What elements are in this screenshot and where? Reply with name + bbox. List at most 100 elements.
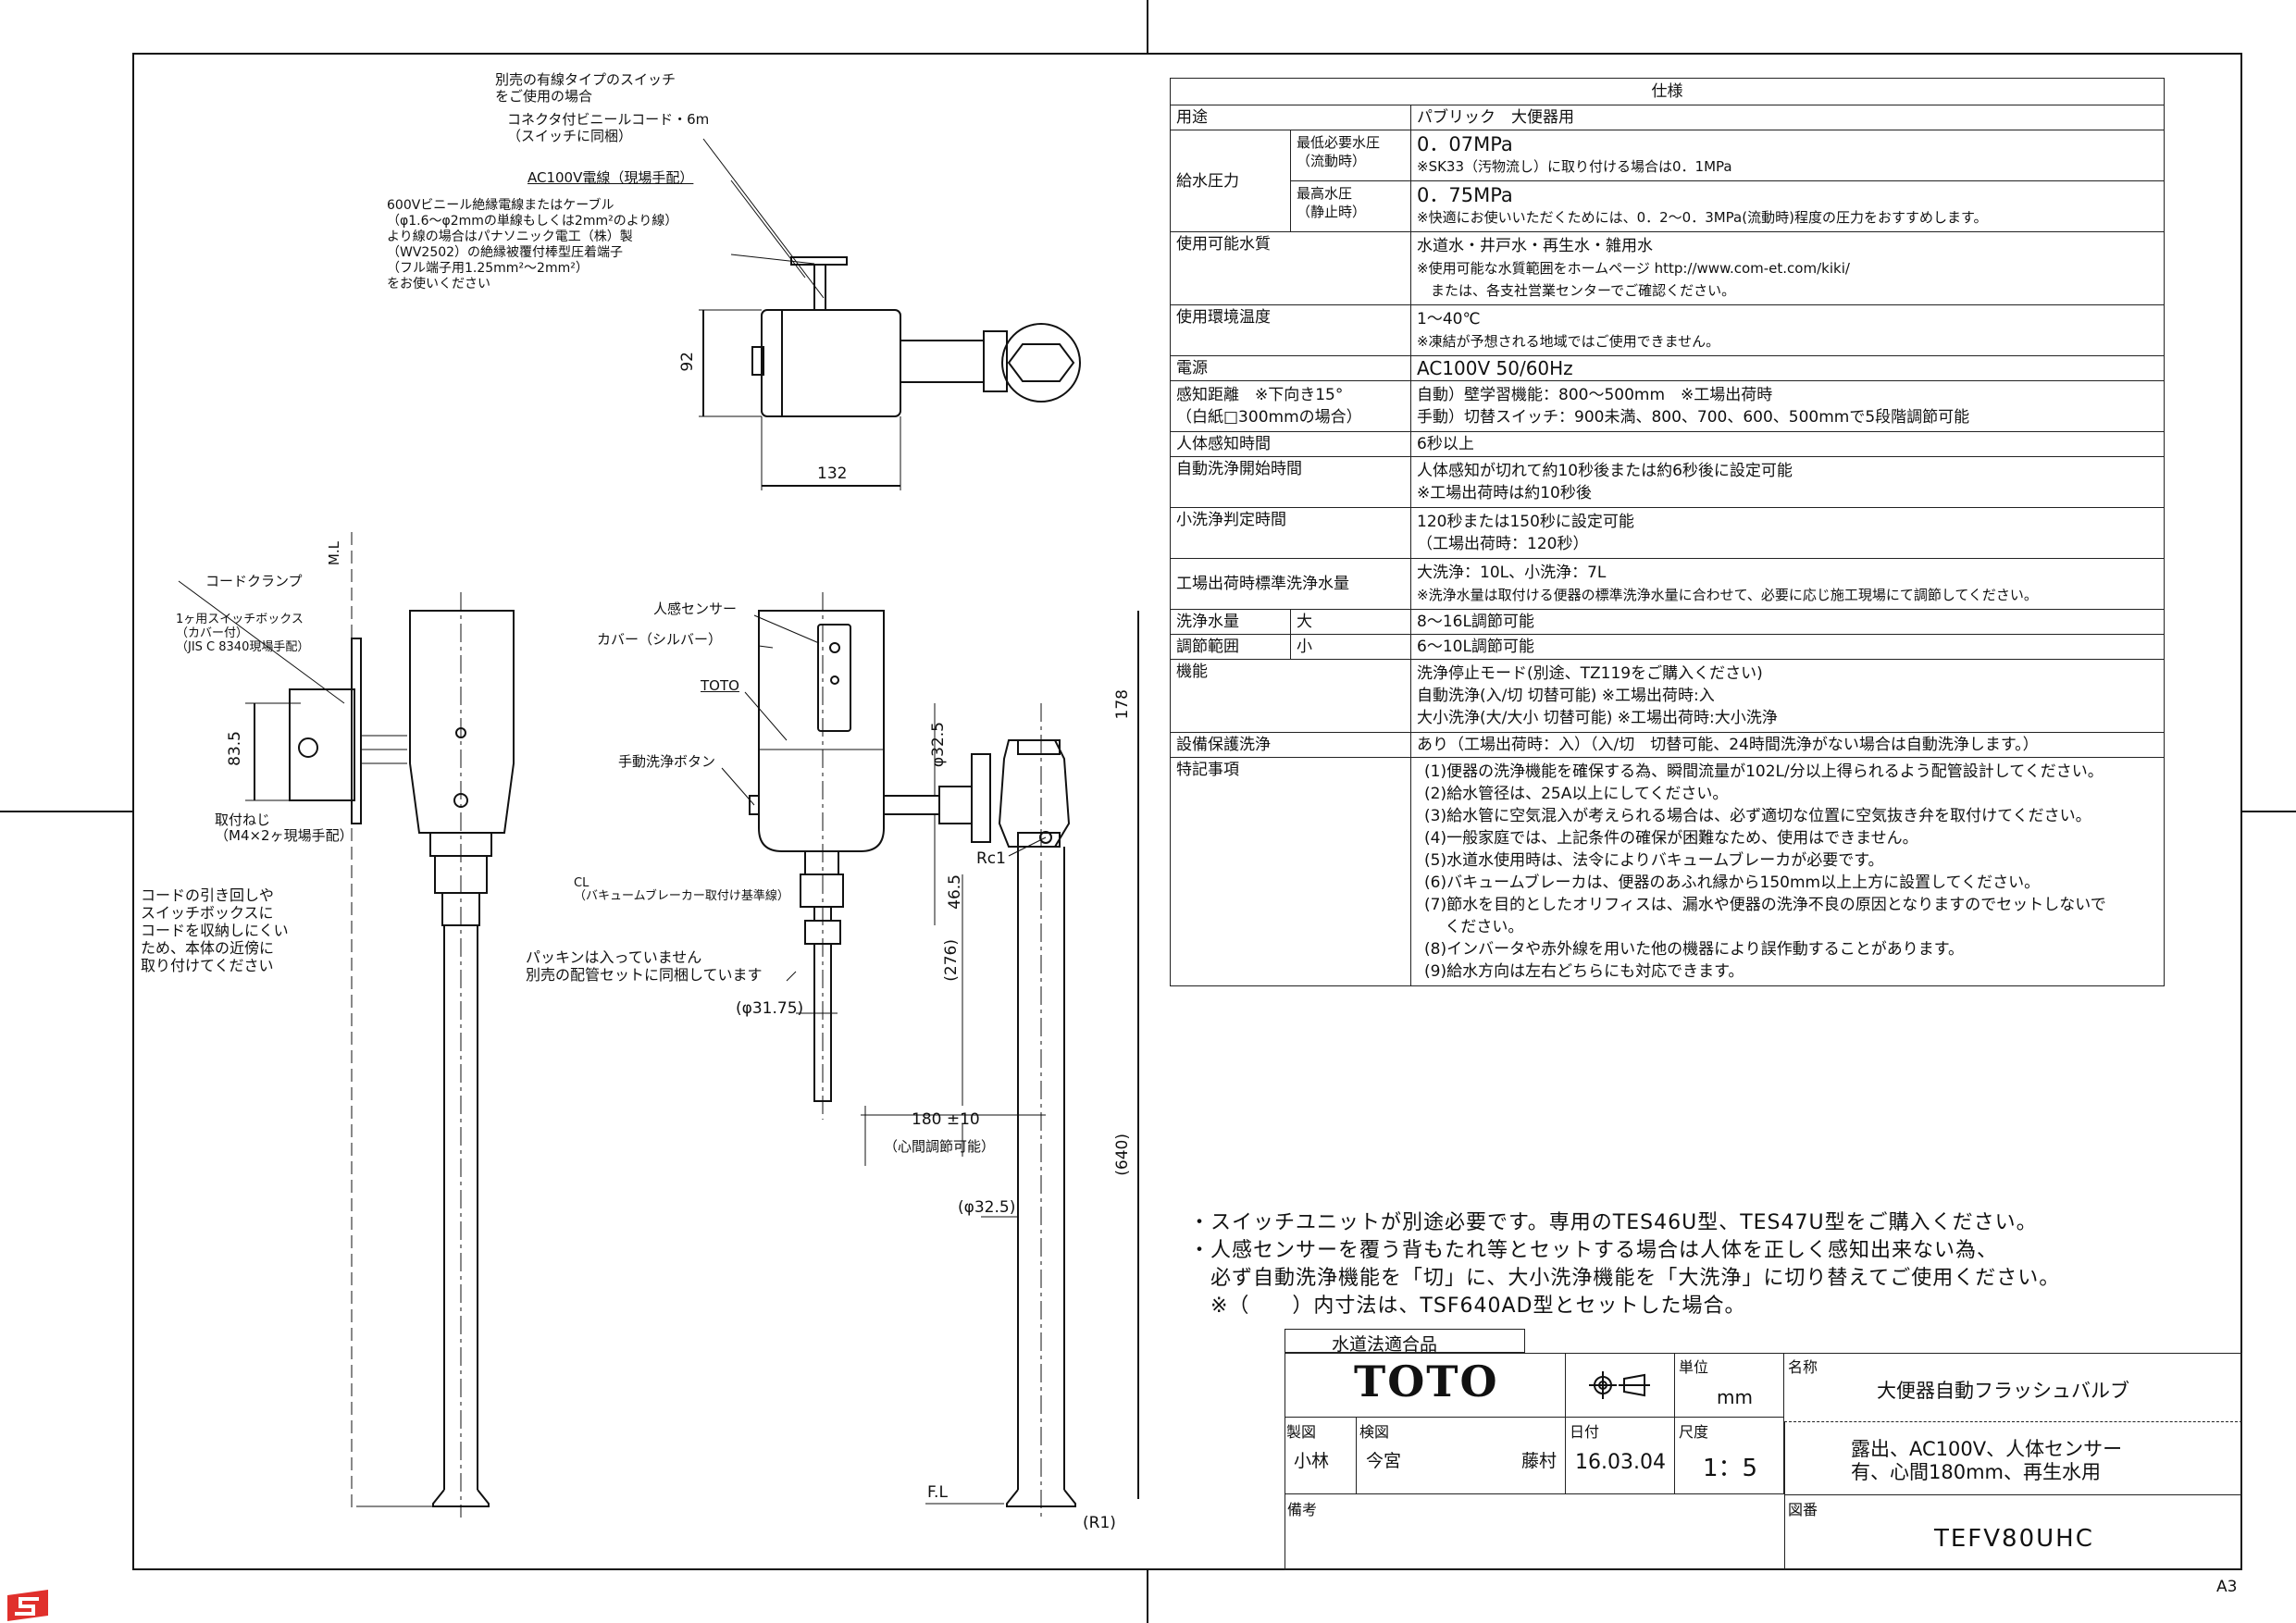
special-item: (5)水道水使用時は、法令によりバキュームブレーカが必要です。 — [1424, 851, 1884, 870]
checked-label: 検図 — [1359, 1423, 1390, 1441]
special-item: (3)給水管に空気混入が考えられる場合は、必ず適切な位置に空気抜き弁を取付けてく… — [1424, 807, 2091, 825]
paper-size: A3 — [2216, 1578, 2238, 1596]
small-value-2: （工場出荷時：120秒） — [1417, 535, 1589, 553]
unit-cell: 単位 mm — [1675, 1353, 1784, 1418]
human-label: 人体感知時間 — [1170, 431, 1411, 457]
factory-value-1: 大洗浄：10L、小洗浄：7L — [1417, 564, 1607, 582]
special-item: (9)給水方向は左右どちらにも対応できます。 — [1424, 962, 1744, 981]
use-value: パブリック 大便器用 — [1410, 105, 2165, 130]
max-pressure-label: 最高水圧 （静止時） — [1290, 180, 1411, 232]
dim-178: 178 — [1113, 689, 1132, 720]
third-angle-projection-icon — [1589, 1371, 1650, 1399]
water-value: 水道水・井戸水・再生水・雑用水 — [1417, 237, 1653, 255]
fold-mark-top — [1147, 0, 1148, 53]
fold-mark-right — [2242, 811, 2296, 812]
checked-cell: 検図 今宮 藤村 — [1357, 1418, 1566, 1494]
maint-value: あり（工場出荷時：入）（入/切 切替可能、24時間洗浄がない場合は自動洗浄します… — [1410, 732, 2165, 758]
title-block — [1285, 1353, 2242, 1570]
wash-label: 洗浄水量 — [1170, 609, 1291, 635]
dim-132: 132 — [817, 465, 848, 483]
date-value: 16.03.04 — [1575, 1451, 1666, 1474]
switch-box-label: 1ヶ用スイッチボックス （カバー付） （JIS C 8340現場手配） — [176, 613, 310, 654]
name-cell: 名称 大便器自動フラッシュバルブ — [1784, 1353, 2242, 1422]
switch-cord-note: コネクタ付ビニールコード・6m （スイッチに同梱） — [507, 111, 710, 144]
special-item: (7)節水を目的としたオリフィスは、漏水や便器の洗浄不良の原因となりますのでセッ… — [1424, 896, 2106, 914]
footnote-2: ・人感センサーを覆う背もたれ等とセットする場合は人体を正しく感知出来ない為、 — [1189, 1239, 1999, 1262]
auto-label: 自動洗浄開始時間 — [1170, 456, 1411, 508]
dim-ml: M.L — [326, 541, 342, 566]
date-label: 日付 — [1570, 1423, 1600, 1441]
func-value-3: 大小洗浄(大/大小 切替可能) ※工場出荷時:大小洗浄 — [1417, 709, 1778, 727]
cord-routing-note: コードの引き回しや スイッチボックスに コードを収納しにくい ため、本体の近傍に… — [141, 886, 289, 974]
water-note-2: または、各支社営業センターでご確認ください。 — [1417, 282, 1736, 299]
technical-drawing — [178, 138, 1139, 1518]
special-item: (6)バキュームブレーカは、便器のあふれ縁から150mm以上上方に設置してくださ… — [1424, 873, 2041, 892]
unit-value: mm — [1717, 1386, 1753, 1408]
dim-phi31-75: (φ31.75) — [736, 999, 804, 1018]
special-item: (8)インバータや赤外線を用いた他の機器により誤作動することがあります。 — [1424, 940, 1965, 959]
special-item: (4)一般家庭では、上記条件の確保が困難なため、使用はできません。 — [1424, 829, 1918, 848]
projection-cell — [1566, 1353, 1675, 1418]
drawing-number-label: 図番 — [1788, 1501, 1818, 1518]
description-line-1: 露出、AC100V、人体センサー — [1851, 1438, 2123, 1460]
factory-value-2: ※洗浄水量は取付ける便器の標準洗浄水量に合わせて、必要に応じ施工現場にて調節して… — [1417, 587, 2038, 603]
drawn-label: 製図 — [1286, 1423, 1317, 1441]
sense-value-2: 手動）切替スイッチ：900未満、800、700、600、500mmで5段階調節可… — [1417, 408, 1970, 427]
remarks-label: 備考 — [1287, 1501, 1318, 1518]
human-value: 6秒以上 — [1410, 431, 2165, 457]
product-name: 大便器自動フラッシュバルブ — [1877, 1380, 2129, 1402]
footnote-3: 必ず自動洗浄機能を「切」に、大小洗浄機能を「大洗浄」に切り替えてご使用ください。 — [1189, 1267, 2061, 1290]
min-pressure-label: 最低必要水圧 （流動時） — [1290, 130, 1411, 181]
special-item: ください。 — [1424, 918, 1524, 936]
use-label: 用途 — [1170, 105, 1411, 130]
min-pressure-note: ※SK33（汚物流し）に取り付ける場合は0．1MPa — [1417, 158, 1732, 175]
temp-note: ※凍結が予想される地域ではご使用できません。 — [1417, 333, 1720, 350]
dim-640: (640) — [1113, 1134, 1132, 1176]
dim-276: (276) — [942, 939, 961, 982]
description-line-2: 有、心間180mm、再生水用 — [1851, 1461, 2101, 1483]
toto-logo: TOTO — [1354, 1357, 1499, 1406]
dim-phi32-5b: (φ32.5) — [958, 1198, 1016, 1217]
compliance-box: 水道法適合品 — [1285, 1329, 1525, 1355]
small-value-1: 120秒または150秒に設定可能 — [1417, 513, 1634, 531]
temp-value: 1～40℃ — [1417, 310, 1481, 328]
drawn-cell: 製図 小林 — [1285, 1418, 1357, 1494]
max-pressure-note: ※快適にお使いいただくためには、0．2～0．3MPa(流動時)程度の圧力をおすす… — [1417, 209, 1988, 226]
small-label: 小洗浄判定時間 — [1170, 507, 1411, 559]
spec-table: 仕様 用途パブリック 大便器用 給水圧力 最低必要水圧 （流動時） 0．07MP… — [1170, 78, 2165, 986]
sense-label-2: （白紙□300mmの場合） — [1176, 408, 1362, 427]
func-value-2: 自動洗浄(入/切 切替可能) ※工場出荷時:入 — [1417, 687, 1715, 705]
maint-label: 設備保護洗浄 — [1170, 732, 1411, 758]
ac-wire-label: AC100V電線（現場手配） — [527, 169, 694, 186]
max-pressure-value: 0．75MPa — [1417, 184, 1513, 206]
dim-92: 92 — [678, 352, 697, 372]
min-pressure-value: 0．07MPa — [1417, 133, 1513, 155]
cover-label: カバー（シルバー） — [597, 631, 723, 648]
footnote-4: ※（ ）内寸法は、TSF640AD型とセットした場合。 — [1189, 1295, 1746, 1318]
valve-front-view-body — [758, 610, 885, 852]
name-label: 名称 — [1788, 1358, 1818, 1376]
valve-side-view-body — [409, 610, 515, 834]
water-label: 使用可能水質 — [1170, 231, 1411, 305]
small-size-value: 6～10L調節可能 — [1410, 634, 2165, 660]
scale-value: 1：5 — [1703, 1455, 1758, 1482]
title-vertical-divider — [1784, 1422, 1785, 1570]
unit-label: 単位 — [1679, 1358, 1709, 1376]
title-divider — [1784, 1494, 2242, 1495]
scale-cell: 尺度 1：5 — [1675, 1418, 1784, 1494]
corner-logo-icon — [7, 1590, 48, 1621]
scale-label: 尺度 — [1679, 1423, 1709, 1441]
drawing-number: TEFV80UHC — [1934, 1525, 2094, 1553]
water-note-1: ※使用可能な水質範囲をホームページ http://www.com-et.com/… — [1417, 260, 1850, 277]
factory-label: 工場出荷時標準洗浄水量 — [1170, 558, 1411, 610]
sense-label-1: 感知距離 ※下向き15° — [1176, 386, 1344, 404]
switch-note: 別売の有線タイプのスイッチ をご使用の場合 — [495, 71, 676, 105]
dim-46-5: 46.5 — [946, 874, 964, 910]
dim-180-note: （心間調節可能） — [884, 1138, 996, 1155]
auto-value-2: ※工場出荷時は約10秒後 — [1417, 484, 1592, 502]
approved-value: 藤村 — [1521, 1451, 1558, 1471]
rc1-label: Rc1 — [976, 849, 1006, 868]
power-value: AC100V 50/60Hz — [1410, 355, 2165, 381]
footnote-1: ・スイッチユニットが別途必要です。専用のTES46U型、TES47U型をご購入く… — [1189, 1211, 2038, 1234]
temp-label: 使用環境温度 — [1170, 304, 1411, 356]
